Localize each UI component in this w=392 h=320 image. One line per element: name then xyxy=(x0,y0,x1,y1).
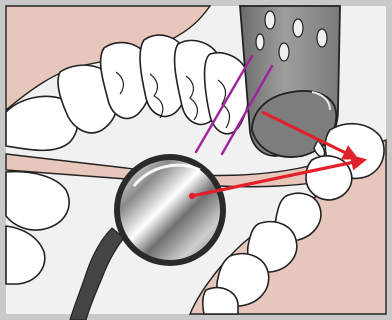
mirror-face xyxy=(120,160,220,260)
drill-handpiece xyxy=(240,6,340,157)
handpiece-vent xyxy=(317,29,327,47)
arrow-origin-dot xyxy=(189,193,195,199)
upper-tooth-6 xyxy=(205,53,250,134)
handpiece-vent xyxy=(293,19,303,37)
handpiece-vent xyxy=(279,43,289,61)
handpiece-vent xyxy=(265,11,275,29)
handpiece-vent xyxy=(256,34,264,50)
